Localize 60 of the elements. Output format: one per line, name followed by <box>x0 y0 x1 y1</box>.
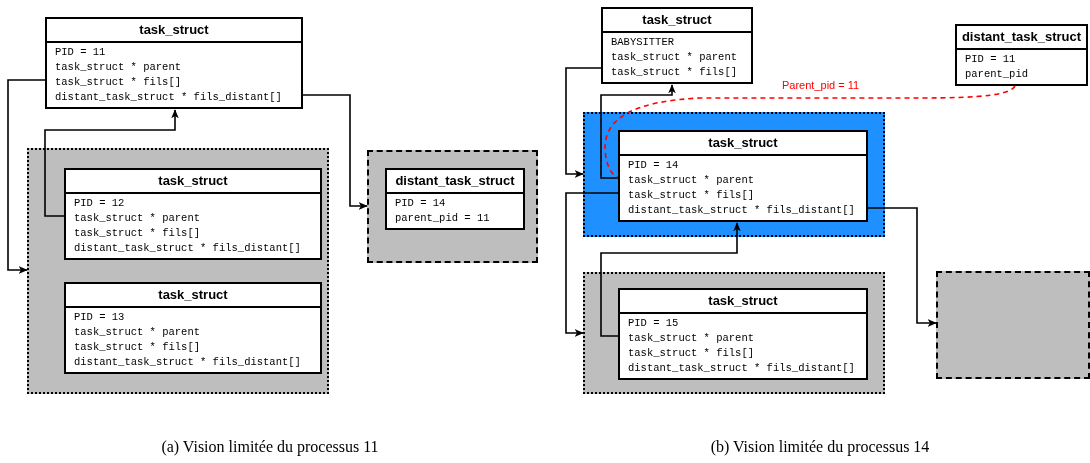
struct-field: distant_task_struct * fils_distant[] <box>74 241 301 256</box>
struct-title: task_struct <box>66 170 320 194</box>
struct-field: distant_task_struct * fils_distant[] <box>628 203 855 218</box>
struct-field: distant_task_struct * fils_distant[] <box>74 355 301 370</box>
struct-field: BABYSITTER <box>611 35 674 50</box>
process-group-background <box>936 271 1090 379</box>
struct-field: PID = 13 <box>74 310 125 325</box>
figure-caption: (a) Vision limitée du processus 11 <box>161 437 379 457</box>
struct-field: PID = 14 <box>395 196 446 211</box>
struct-title: task_struct <box>66 284 320 308</box>
struct-field: PID = 14 <box>628 158 679 173</box>
struct-field: task_struct * parent <box>74 211 201 226</box>
process-group-background <box>27 148 329 394</box>
arrow <box>7 79 46 274</box>
arrow <box>600 84 676 179</box>
arrow <box>867 207 937 327</box>
struct-field: task_struct * parent <box>55 60 182 75</box>
arrow <box>302 94 368 210</box>
arrow <box>44 109 179 217</box>
struct-field: task_struct * fils[] <box>628 346 755 361</box>
struct-field: PID = 15 <box>628 316 679 331</box>
struct-title: task_struct <box>620 290 866 314</box>
struct-title: distant_task_struct <box>957 26 1086 50</box>
struct-field: task_struct * fils[] <box>74 226 201 241</box>
struct-field: parent_pid = 11 <box>395 211 490 226</box>
struct-title: distant_task_struct <box>387 170 523 194</box>
process-group-background <box>583 272 885 394</box>
process-group-background <box>583 112 885 237</box>
arrow <box>565 192 619 337</box>
process-group-background <box>367 150 538 263</box>
struct-field: distant_task_struct * fils_distant[] <box>55 90 282 105</box>
struct-box <box>45 17 303 109</box>
arrow <box>600 222 741 337</box>
struct-field: task_struct * fils[] <box>611 65 738 80</box>
struct-field: task_struct * fils[] <box>55 75 182 90</box>
struct-field: task_struct * parent <box>628 331 755 346</box>
edge-label: Parent_pid = 11 <box>780 79 862 92</box>
struct-box <box>955 24 1088 86</box>
struct-field: parent_pid <box>965 67 1028 82</box>
struct-field: task_struct * parent <box>74 325 201 340</box>
struct-title: task_struct <box>603 9 751 33</box>
struct-title: task_struct <box>47 19 301 43</box>
struct-box <box>618 130 868 222</box>
struct-field: PID = 12 <box>74 196 125 211</box>
struct-field: PID = 11 <box>55 45 106 60</box>
struct-field: task_struct * parent <box>611 50 738 65</box>
struct-box <box>385 168 525 230</box>
dashed-connector <box>604 85 1016 178</box>
struct-title: task_struct <box>620 132 866 156</box>
struct-field: PID = 11 <box>965 52 1016 67</box>
struct-field: distant_task_struct * fils_distant[] <box>628 361 855 376</box>
figure-caption: (b) Vision limitée du processus 14 <box>710 437 930 457</box>
struct-box <box>64 168 322 260</box>
struct-field: task_struct * fils[] <box>74 340 201 355</box>
struct-field: task_struct * parent <box>628 173 755 188</box>
struct-box <box>64 282 322 374</box>
arrow <box>565 67 602 178</box>
struct-box <box>601 7 753 84</box>
struct-box <box>618 288 868 380</box>
struct-field: task_struct * fils[] <box>628 188 755 203</box>
